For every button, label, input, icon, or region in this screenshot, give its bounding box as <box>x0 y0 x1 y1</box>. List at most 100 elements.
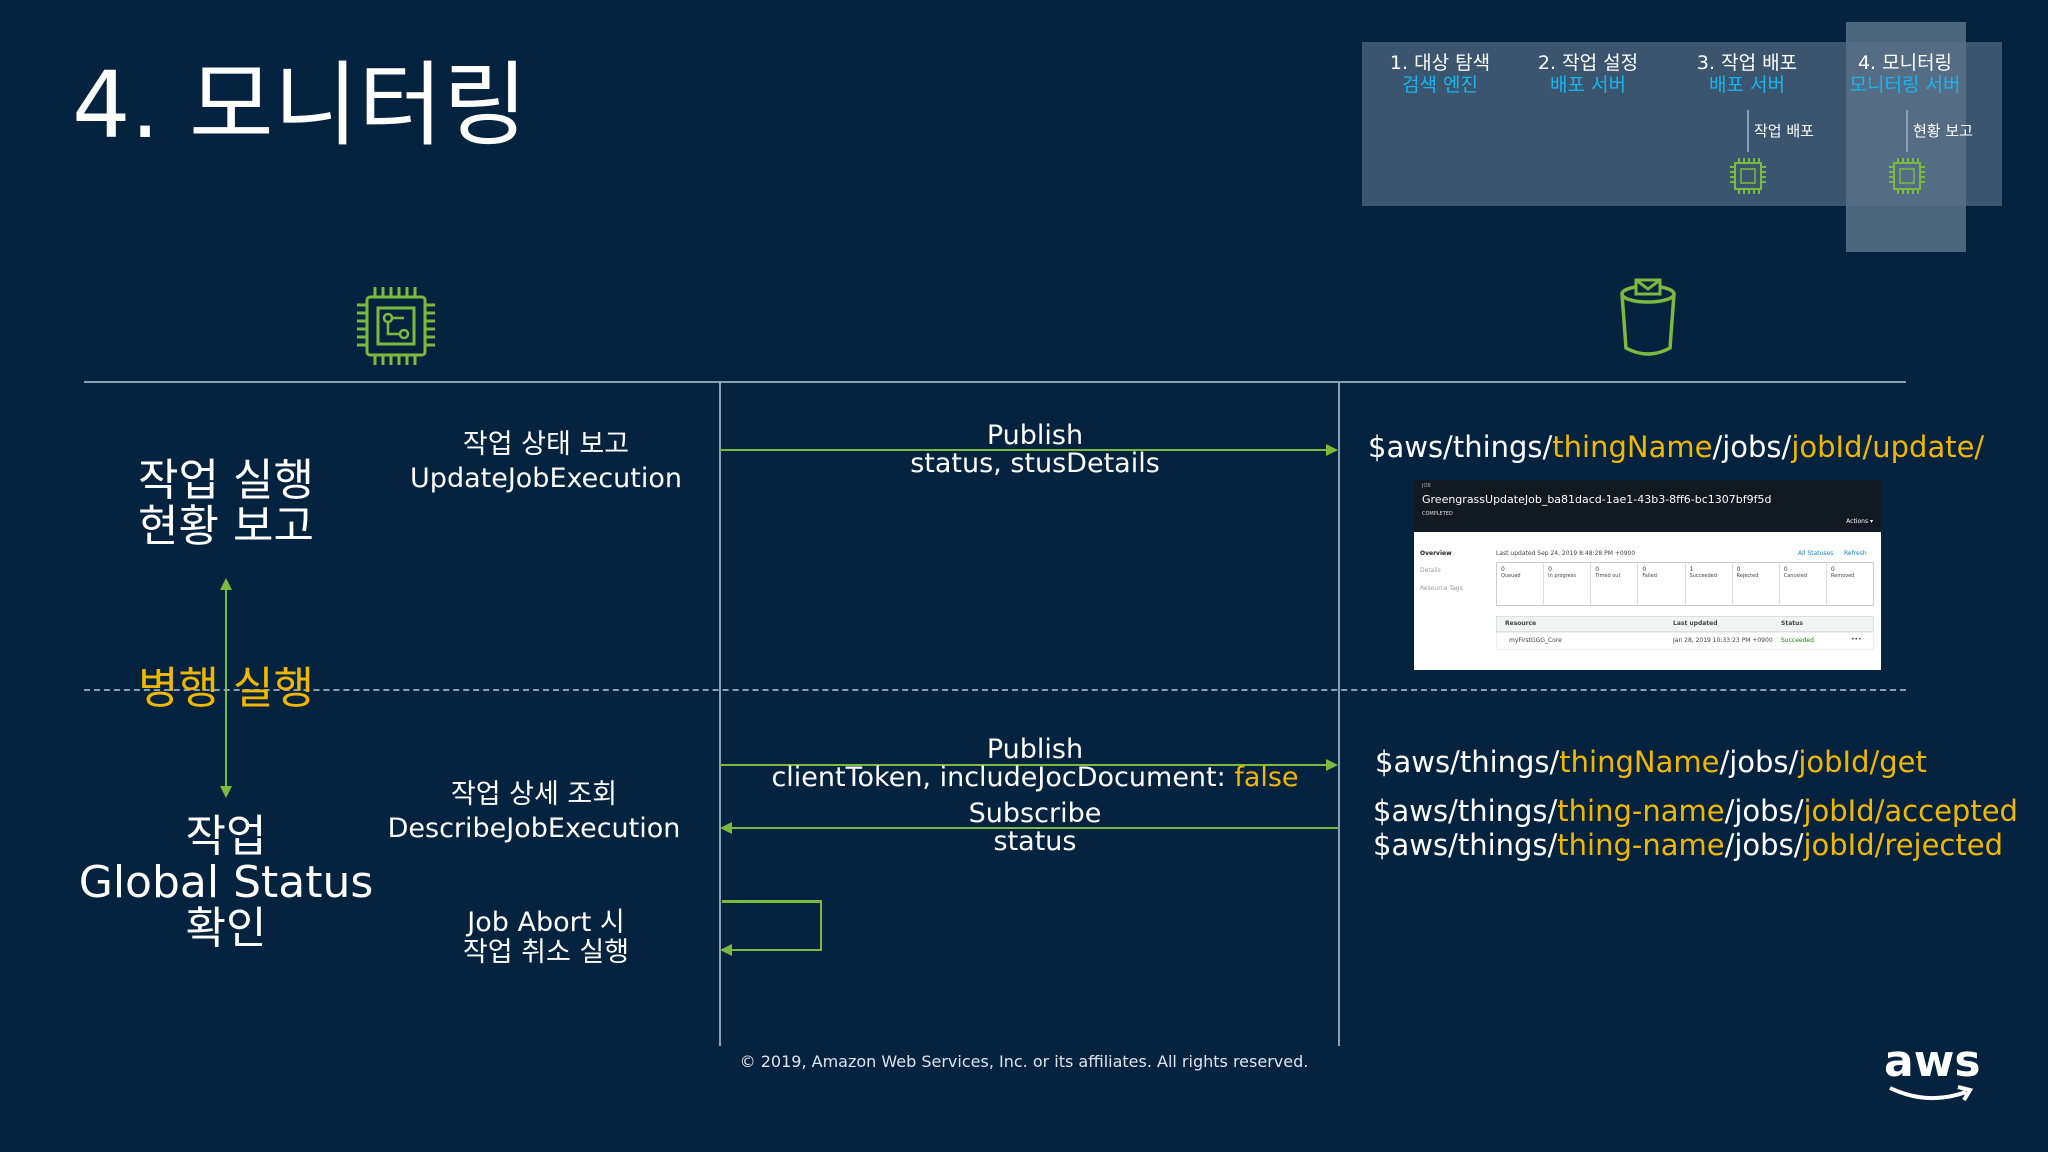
topic-accepted-p1: $aws/things/ <box>1373 794 1558 828</box>
copyright: © 2019, Amazon Web Services, Inc. or its… <box>739 1052 1309 1071</box>
stat-rejected-label: Rejected <box>1736 573 1759 579</box>
global-status-line-1: 작업 <box>185 811 267 862</box>
stat-canceled-label: Canceled <box>1783 573 1807 579</box>
step-1-label: 1. 대상 탐색 <box>1389 52 1491 74</box>
publish-get-params: clientToken, includeJocDocument: <box>771 762 1235 793</box>
topic-accepted: $aws/things/thing-name/jobs/jobId/accept… <box>1373 794 2018 828</box>
parallel-divider <box>84 689 1906 691</box>
topic-rejected-p4: jobId/rejected <box>1803 828 2003 862</box>
topic-rejected: $aws/things/thing-name/jobs/jobId/reject… <box>1373 828 2003 862</box>
server-lifeline <box>1338 382 1340 1046</box>
update-job-label-ko: 작업 상태 보고 <box>462 429 630 460</box>
row-updated: Jan 28, 2019 10:33:23 PM +0900 <box>1673 637 1773 644</box>
nav-resource-tags[interactable]: Resource Tags <box>1420 585 1463 592</box>
job-actions-menu[interactable]: Actions ▾ <box>1846 518 1873 525</box>
topic-get-p2: thingName <box>1559 745 1720 779</box>
publish-get-false: false <box>1234 762 1299 793</box>
topic-rejected-p1: $aws/things/ <box>1373 828 1558 862</box>
stat-succeeded-label: Succeeded <box>1689 573 1717 579</box>
describe-job-label-ko: 작업 상세 조회 <box>450 779 618 810</box>
stat-failed-count: 0 <box>1642 566 1647 573</box>
chip-icon <box>357 287 435 365</box>
step-1-sub: 검색 엔진 <box>1402 74 1478 96</box>
job-console-header: JOB GreengrassUpdateJob_ba81dacd-1ae1-43… <box>1414 480 1881 532</box>
refresh-link[interactable]: Refresh <box>1844 550 1867 557</box>
report-label: 작업 실행 현황 보고 <box>86 458 366 550</box>
abort-loop-arrow <box>720 901 822 956</box>
job-console-screenshot: JOB GreengrassUpdateJob_ba81dacd-1ae1-43… <box>1414 480 1881 670</box>
step-4-sub: 모니터링 서버 <box>1849 74 1961 96</box>
publish-get-line-2: clientToken, includeJocDocument: false <box>730 764 1340 792</box>
topic-update-p1: $aws/things/ <box>1368 430 1553 464</box>
topic-accepted-p4: jobId/accepted <box>1803 794 2018 828</box>
step-4-label: 4. 모니터링 <box>1857 52 1953 74</box>
nav-overview[interactable]: Overview <box>1420 550 1452 557</box>
abort-label-line-1: Job Abort 시 <box>467 907 625 938</box>
stat-timed-out-count: 0 <box>1595 566 1600 573</box>
step-3-chip-icon <box>1730 158 1766 194</box>
publish-get-label: Publish clientToken, includeJocDocument:… <box>730 736 1340 792</box>
job-tag: JOB <box>1422 483 1431 489</box>
abort-label-line-2: 작업 취소 실행 <box>462 937 630 968</box>
stat-queued-label: Queued <box>1501 573 1521 579</box>
header-divider <box>84 381 1906 383</box>
step-3-sub: 배포 서버 <box>1709 74 1785 96</box>
page-title: 4. 모니터링 <box>72 52 528 159</box>
report-label-line-2: 현황 보고 <box>138 501 314 552</box>
topic-get-p1: $aws/things/ <box>1375 745 1560 779</box>
global-status-line-2: Global Status <box>78 857 374 908</box>
aws-logo: aws <box>1884 1040 1981 1110</box>
device-lifeline <box>719 382 721 1046</box>
stat-removed-label: Removed <box>1830 573 1855 579</box>
step-4-chip-icon <box>1889 158 1925 194</box>
stat-in-progress-label: In progress <box>1548 573 1576 579</box>
stat-succeeded-count: 1 <box>1689 566 1694 573</box>
table-row[interactable]: myFirstGGG_Core Jan 28, 2019 10:33:23 PM… <box>1496 632 1874 650</box>
parallel-double-arrow <box>220 578 232 798</box>
topic-get-p4: jobId/get <box>1798 745 1927 779</box>
step-3-note: 작업 배포 <box>1754 122 1814 140</box>
report-label-line-1: 작업 실행 <box>138 455 314 506</box>
row-status: Succeeded <box>1781 637 1814 644</box>
stat-rejected-count: 0 <box>1736 566 1741 573</box>
stat-timed-out-label: Timed out <box>1595 573 1621 579</box>
update-job-label: 작업 상태 보고 UpdateJobExecution <box>386 428 706 496</box>
topic-update-p3: /jobs/ <box>1712 430 1792 464</box>
topic-update-p4: jobId/update/ <box>1791 430 1985 464</box>
publish-status-line-1: Publish <box>986 420 1084 451</box>
server-bucket-icon <box>1620 278 1676 356</box>
topic-update: $aws/things/thingName/jobs/jobId/update/ <box>1368 430 1984 464</box>
describe-job-label-api: DescribeJobExecution <box>387 813 681 844</box>
step-2-label: 2. 작업 설정 <box>1537 52 1639 74</box>
stat-canceled-count: 0 <box>1783 566 1788 573</box>
topic-rejected-p3: /jobs/ <box>1724 828 1804 862</box>
publish-status-line-2: status, stusDetails <box>910 448 1160 479</box>
col-status: Status <box>1781 620 1803 627</box>
abort-label: Job Abort 시 작업 취소 실행 <box>386 908 706 968</box>
global-status-label: 작업 Global Status 확인 <box>56 814 396 952</box>
all-statuses-link[interactable]: All Statuses <box>1798 550 1834 557</box>
parallel-label: 병행 실행 <box>138 663 314 714</box>
stat-in-progress-count: 0 <box>1548 566 1552 573</box>
topic-accepted-p2: thing-name <box>1557 794 1725 828</box>
step-3: 3. 작업 배포 배포 서버 <box>1681 52 1813 96</box>
subscribe-label: Subscribe status <box>730 800 1340 856</box>
col-resource: Resource <box>1505 620 1537 627</box>
step-4: 4. 모니터링 모니터링 서버 <box>1839 52 1971 96</box>
topic-get: $aws/things/thingName/jobs/jobId/get <box>1375 745 1927 779</box>
publish-status-label: Publish status, stusDetails <box>730 422 1340 478</box>
job-actions-label: Actions <box>1846 518 1869 525</box>
row-more-icon[interactable]: ••• <box>1851 636 1862 643</box>
resource-table-header: Resource Last updated Status <box>1496 616 1874 632</box>
step-3-label: 3. 작업 배포 <box>1696 52 1798 74</box>
nav-details[interactable]: Details <box>1420 567 1441 574</box>
step-3-connector <box>1747 110 1749 152</box>
job-name: GreengrassUpdateJob_ba81dacd-1ae1-43b3-8… <box>1422 493 1772 506</box>
